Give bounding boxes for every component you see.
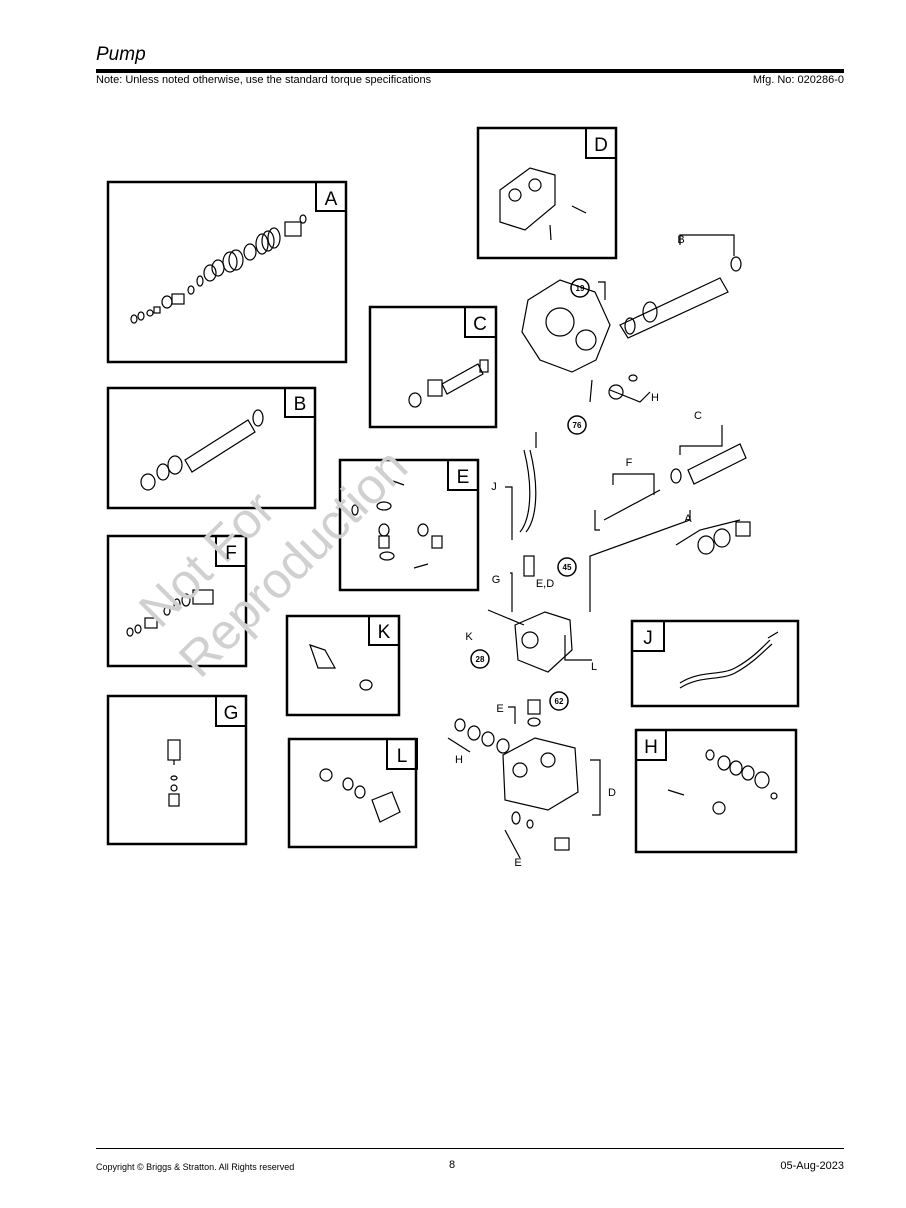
inset-h-letter: H: [644, 737, 658, 758]
leader-b: B: [677, 234, 684, 246]
leader-c: C: [694, 410, 702, 422]
inset-e-letter: E: [457, 467, 470, 488]
leader-d: D: [608, 787, 616, 799]
inset-e: [338, 458, 480, 592]
watermark: Not For Reproduction: [128, 438, 418, 688]
leader-l: L: [591, 661, 597, 673]
torque-note: Note: Unless noted otherwise, use the st…: [96, 74, 432, 86]
leader-e-mid: E: [496, 703, 503, 715]
footer-rule: [96, 1148, 844, 1149]
inset-k-letter: K: [378, 622, 391, 643]
inset-f-letter: F: [225, 543, 237, 564]
leader-j: J: [491, 481, 497, 493]
inset-a-letter: A: [325, 189, 338, 210]
inset-c-letter: C: [473, 314, 487, 335]
inset-a: [106, 180, 348, 364]
leader-h-bottom: H: [455, 754, 463, 766]
inset-l-letter: L: [397, 746, 408, 767]
callout-62: 62: [555, 697, 564, 706]
inset-l: [287, 737, 418, 849]
inset-f: [106, 534, 248, 668]
inset-g: [106, 694, 248, 846]
page-title: Pump: [96, 44, 146, 65]
callout-28: 28: [476, 655, 485, 664]
inset-h: [634, 728, 798, 854]
leader-ed: E,D: [536, 578, 554, 590]
inset-b: [106, 386, 317, 510]
main-assembly: [447, 234, 751, 859]
footer-date: 05-Aug-2023: [780, 1160, 844, 1172]
inset-d: [476, 126, 618, 260]
leader-g: G: [492, 574, 501, 586]
page-number: 8: [449, 1159, 456, 1171]
callout-76: 76: [573, 421, 582, 430]
leader-e-bottom: E: [514, 857, 521, 869]
inset-g-letter: G: [224, 703, 239, 724]
callout-45: 45: [563, 563, 572, 572]
valve-part-icons: [130, 214, 307, 324]
mfg-number: Mfg. No: 020286-0: [752, 74, 844, 86]
leader-f: F: [626, 457, 633, 469]
copyright: Copyright © Briggs & Stratton. All Right…: [96, 1162, 295, 1172]
leader-h-top: H: [651, 392, 659, 404]
inset-j: [630, 619, 800, 708]
inset-k: [285, 614, 401, 717]
inset-c: [368, 305, 498, 429]
inset-d-letter: D: [594, 135, 608, 156]
callout-19: 19: [576, 284, 585, 293]
header-rule: [96, 69, 844, 73]
leader-a: A: [684, 513, 692, 525]
inset-j-letter: J: [643, 628, 653, 649]
leader-k: K: [465, 631, 473, 643]
inset-b-letter: B: [294, 394, 307, 415]
